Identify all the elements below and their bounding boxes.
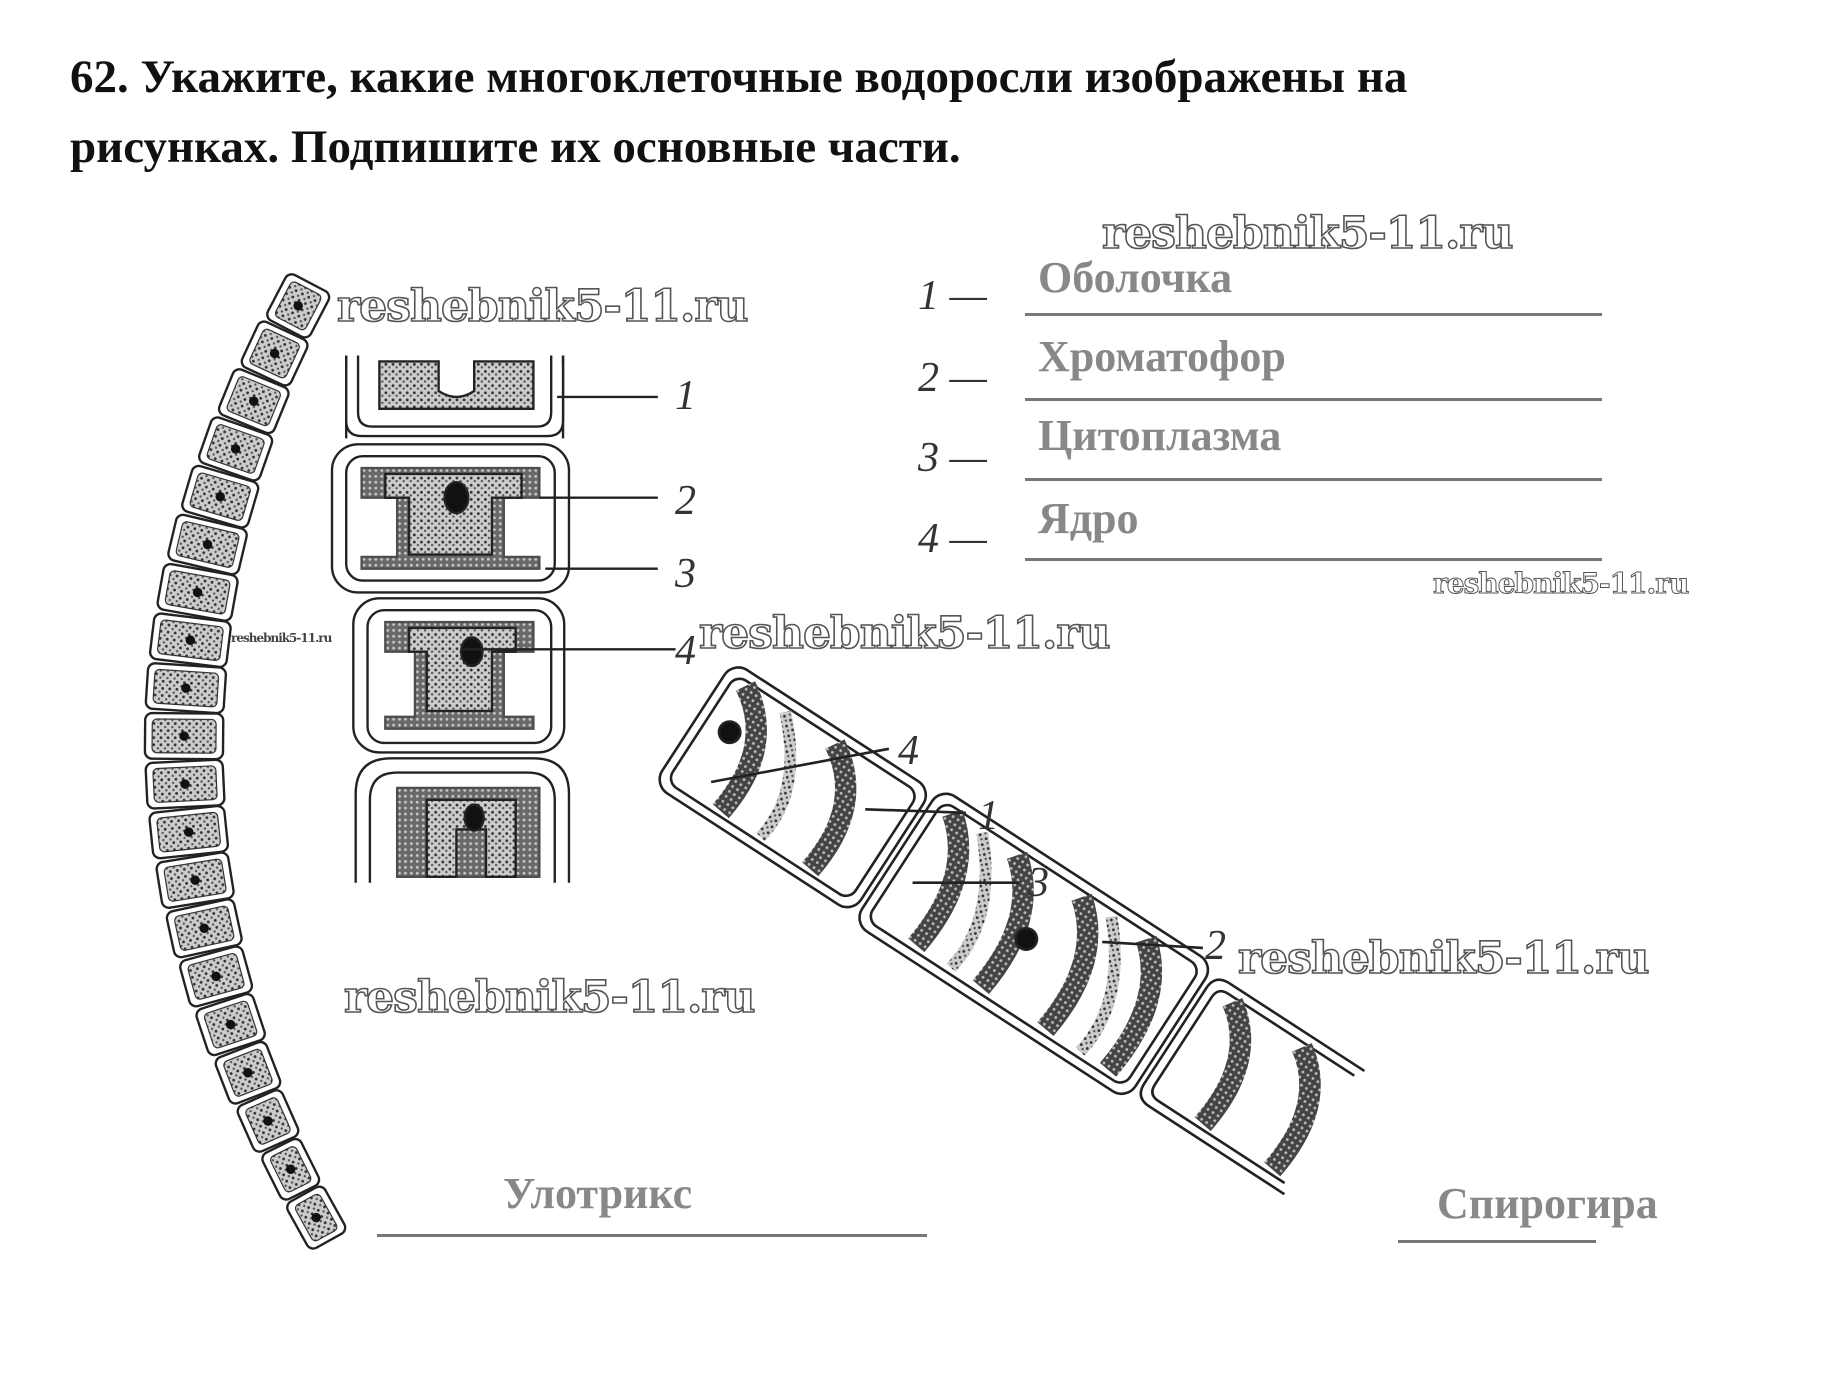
watermark: reshebnik5-11.ru xyxy=(1432,567,1689,600)
zygnema-cell xyxy=(354,757,571,883)
zygnema-filament xyxy=(330,355,676,883)
part-answer-3: Цитоплазма xyxy=(1038,411,1282,460)
part-answer-1: Оболочка xyxy=(1038,253,1233,302)
zygnema-cell xyxy=(352,597,566,754)
answer-line xyxy=(1025,398,1602,401)
ulothrix-cell xyxy=(148,804,230,860)
ulothrix-cell xyxy=(195,992,266,1057)
spirogyra-cell xyxy=(858,792,1210,1096)
spirogyra-label-2: 2 xyxy=(1205,923,1226,969)
spirogyra-label-3: 3 xyxy=(1028,860,1049,906)
zygnema-label-4: 4 xyxy=(675,628,696,674)
ulothrix-cell xyxy=(167,513,248,576)
answer-line xyxy=(1025,558,1602,561)
zygnema-label-2: 2 xyxy=(675,478,696,524)
ulothrix-cell xyxy=(181,464,260,529)
task-title-line-1: 62. Укажите, какие многоклеточные водоро… xyxy=(70,51,1408,103)
part-answer-4: Ядро xyxy=(1038,494,1139,543)
watermark: reshebnik5-11.ru xyxy=(231,631,332,645)
ulothrix-cell xyxy=(240,320,309,387)
watermark: reshebnik5-11.ru xyxy=(698,608,1111,659)
answer-line xyxy=(1398,1240,1596,1243)
part-number-4: 4 — xyxy=(918,516,987,562)
task-title-line-2: рисунках. Подпишите их основные части. xyxy=(70,121,961,173)
answer-spirogyra: Спирогира xyxy=(1437,1179,1658,1228)
zygnema-label-1: 1 xyxy=(675,373,696,419)
spirogyra-label-4: 4 xyxy=(898,728,919,774)
ulothrix-cell xyxy=(214,1040,282,1105)
watermark: reshebnik5-11.ru xyxy=(343,972,756,1023)
part-answer-2: Хроматофор xyxy=(1038,332,1286,381)
answer-ulothrix: Улотрикс xyxy=(503,1169,693,1218)
spirogyra-label-1: 1 xyxy=(978,793,999,839)
ulothrix-cell xyxy=(236,1089,300,1153)
ulothrix-cell xyxy=(217,368,290,435)
ulothrix-cell xyxy=(155,851,235,909)
ulothrix-cell xyxy=(148,612,232,669)
zygnema-label-3: 3 xyxy=(675,551,696,597)
part-number-1: 1 — xyxy=(918,273,987,319)
part-number-3: 3 — xyxy=(918,435,987,481)
ulothrix-cell xyxy=(144,758,226,810)
answer-line xyxy=(1025,313,1602,316)
answer-line xyxy=(1025,478,1602,481)
ulothrix-cell xyxy=(144,662,228,715)
watermark: reshebnik5-11.ru xyxy=(336,281,749,332)
part-number-2: 2 — xyxy=(918,355,987,401)
ulothrix-cell xyxy=(261,1137,321,1201)
ulothrix-cell xyxy=(156,562,239,622)
zygnema-cell xyxy=(330,443,571,594)
watermark: reshebnik5-11.ru xyxy=(1101,208,1514,259)
ulothrix-cell xyxy=(198,416,274,482)
answer-line xyxy=(377,1234,927,1237)
ulothrix-cell xyxy=(143,711,225,761)
watermark: reshebnik5-11.ru xyxy=(1237,933,1650,984)
ulothrix-cell xyxy=(286,1185,347,1250)
ulothrix-cell xyxy=(266,273,331,339)
spirogyra-cell xyxy=(1139,978,1366,1196)
ulothrix-filament xyxy=(143,273,347,1250)
ulothrix-cell xyxy=(179,945,254,1008)
spirogyra-filament xyxy=(658,666,1366,1196)
ulothrix-cell xyxy=(165,898,243,959)
